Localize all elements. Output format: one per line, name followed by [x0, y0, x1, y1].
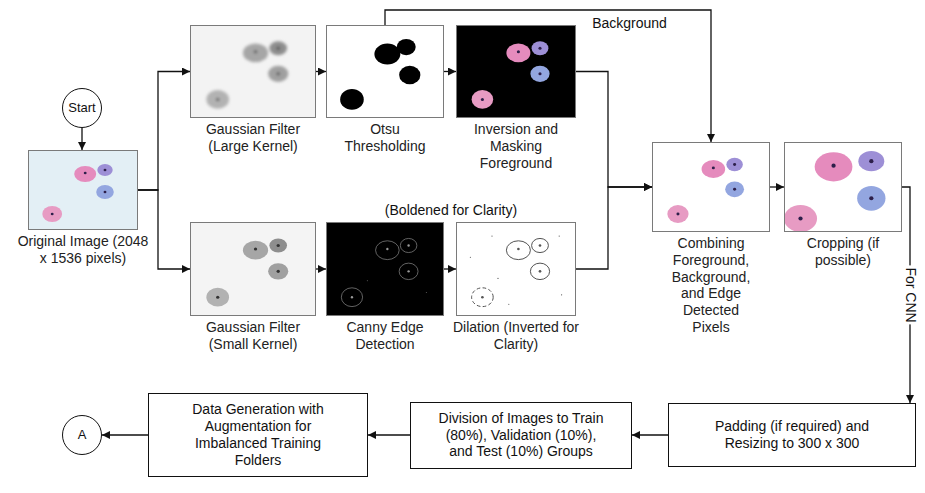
image-step: Dilation (Inverted for Clarity): [456, 222, 576, 353]
flow-arrow: [444, 268, 456, 269]
flow-arrow: [444, 71, 456, 72]
process-label: Data Generation with Augmentation for Im…: [172, 401, 344, 468]
edge-label: Background: [590, 16, 669, 31]
process-box: Division of Images to Train (80%), Valid…: [410, 402, 632, 469]
edge-image: [326, 222, 444, 316]
flow-arrow: [102, 434, 148, 435]
image-step: Gaussian Filter (Small Kernel): [190, 222, 316, 353]
process-label: Division of Images to Train (80%), Valid…: [435, 410, 607, 460]
image-frame: [456, 25, 576, 118]
flow-arrow: [138, 72, 190, 191]
terminal-circle: A: [62, 415, 102, 455]
flow-arrow: [316, 71, 326, 72]
image-frame: [326, 25, 444, 118]
flow-arrow: [81, 128, 82, 150]
flow-arrow: [368, 434, 410, 435]
terminal-label: A: [78, 428, 87, 442]
image-step: Otsu Thresholding: [326, 25, 444, 155]
image-caption: Combining Foreground, Background, and Ed…: [663, 235, 759, 336]
microscope-image: [28, 150, 138, 230]
threshold-image: [326, 25, 444, 118]
process-box: Data Generation with Augmentation for Im…: [148, 393, 368, 477]
image-caption: Gaussian Filter (Small Kernel): [191, 319, 316, 353]
dilated-edge-image: [456, 222, 576, 316]
image-caption: Inversion and Masking Foreground: [456, 121, 576, 171]
combined-image: [652, 142, 770, 232]
image-step: Cropping (if possible): [784, 142, 902, 269]
image-frame: [326, 222, 444, 316]
blurred-image: [190, 222, 316, 316]
image-step: Canny Edge Detection: [326, 222, 444, 353]
terminal-label: Start: [68, 101, 95, 115]
image-frame: [652, 142, 770, 232]
image-step: Combining Foreground, Background, and Ed…: [652, 142, 770, 336]
terminal-circle: Start: [62, 88, 102, 128]
flow-arrow: [632, 434, 668, 435]
flow-arrow: [316, 268, 326, 269]
flow-arrow: [576, 72, 652, 188]
image-frame: [456, 222, 576, 316]
image-frame: [784, 142, 902, 232]
edge-label: For CNN: [902, 265, 917, 324]
cropped-image: [784, 142, 902, 232]
process-box: Padding (if required) and Resizing to 30…: [668, 403, 916, 467]
process-label: Padding (if required) and Resizing to 30…: [692, 418, 892, 452]
image-step: Gaussian Filter (Large Kernel): [190, 25, 316, 155]
image-frame: [190, 25, 316, 118]
image-caption: Canny Edge Detection: [335, 319, 435, 353]
image-caption: Dilation (Inverted for Clarity): [446, 319, 586, 353]
image-step: Original Image (2048 x 1536 pixels): [28, 150, 138, 267]
image-frame: [190, 222, 316, 316]
image-caption: Cropping (if possible): [793, 235, 893, 269]
image-caption: Otsu Thresholding: [335, 121, 435, 155]
image-caption: Gaussian Filter (Large Kernel): [191, 121, 316, 155]
blurred-image: [190, 25, 316, 118]
image-frame: [28, 150, 138, 230]
flow-arrow: [138, 190, 190, 269]
flow-arrow: [576, 187, 652, 269]
masked-image: [456, 25, 576, 118]
flow-arrow: [770, 186, 784, 187]
note-label: (Boldened for Clarity): [385, 202, 517, 219]
image-caption: Original Image (2048 x 1536 pixels): [13, 233, 153, 267]
image-step: Inversion and Masking Foreground: [456, 25, 576, 171]
